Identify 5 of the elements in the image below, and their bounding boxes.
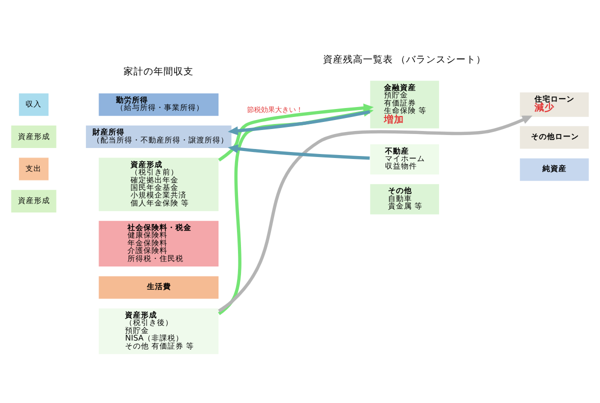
- arrow: [228, 110, 370, 136]
- arrow: [228, 144, 370, 160]
- label: 家計の年間収支: [124, 66, 194, 78]
- label: 資産残高一覧表 （バランスシート）: [323, 54, 486, 66]
- arrow: [218, 116, 533, 312]
